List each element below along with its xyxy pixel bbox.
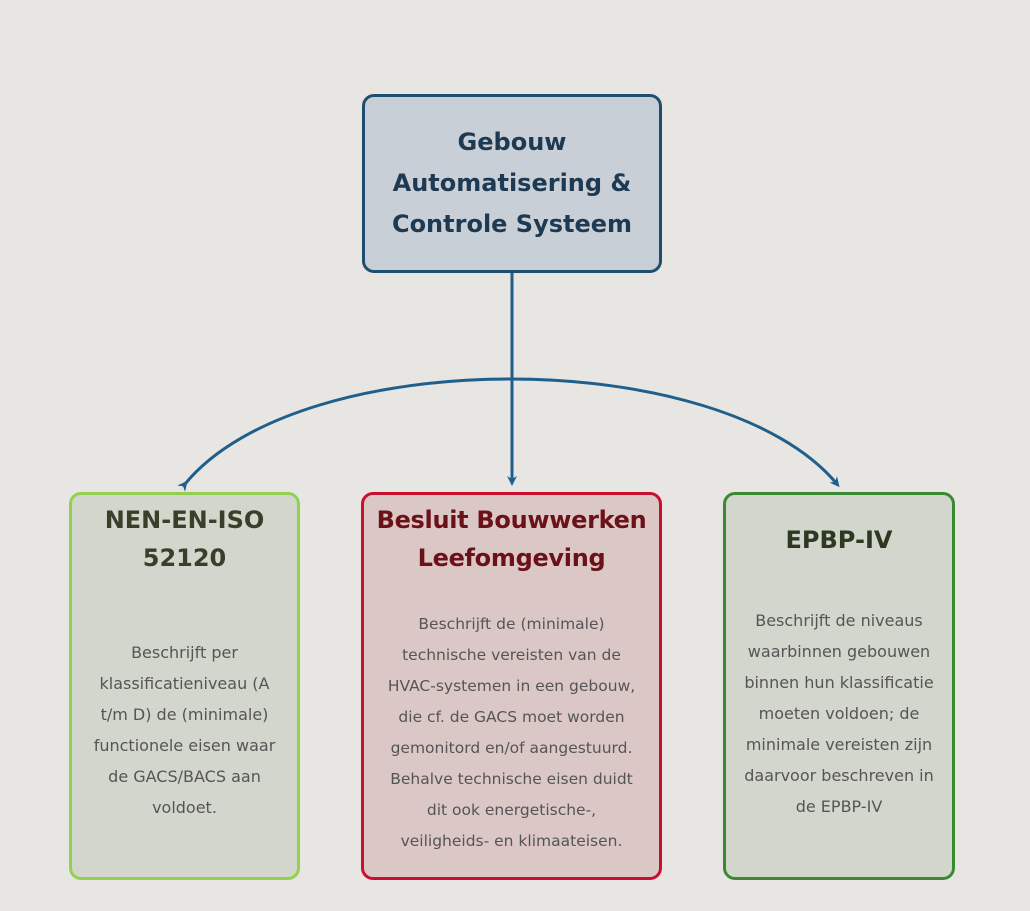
epbp-iv-heading: EPBP-IV bbox=[786, 521, 893, 559]
description-line: de GACS/BACS aan bbox=[108, 767, 261, 786]
description-line: functionele eisen waar bbox=[93, 736, 276, 755]
description-line: waarbinnen gebouwen bbox=[747, 642, 931, 661]
besluit-bouwwerken-description: Beschrijft de (minimale) technische vere… bbox=[386, 609, 637, 857]
description-line: technische vereisten van de bbox=[402, 646, 621, 664]
description-line: dit ook energetische-, bbox=[426, 801, 597, 819]
description-line: de EPBP-IV bbox=[795, 797, 883, 816]
description-line: Behalve technische eisen duidt bbox=[390, 770, 633, 788]
description-line: klassificatieniveau (A bbox=[99, 674, 270, 693]
title-line: Controle Systeem bbox=[391, 210, 633, 238]
heading-line: Besluit Bouwwerken bbox=[376, 506, 647, 534]
description-line: daarvoor beschreven in bbox=[744, 766, 934, 785]
nen-en-iso-description: Beschrijft per klassificatieniveau (A t/… bbox=[84, 637, 286, 823]
title-line: Gebouw bbox=[457, 128, 567, 156]
besluit-bouwwerken-box: Besluit Bouwwerken Leefomgeving Beschrij… bbox=[361, 492, 662, 880]
heading-line: Leefomgeving bbox=[417, 544, 606, 572]
epbp-iv-box: EPBP-IV Beschrijft de niveaus waarbinnen… bbox=[723, 492, 955, 880]
description-line: binnen hun klassificatie bbox=[744, 673, 934, 692]
description-line: Beschrijft per bbox=[131, 643, 238, 662]
gacs-box-title: Gebouw Automatisering & Controle Systeem bbox=[380, 122, 644, 245]
description-line: minimale vereisten zijn bbox=[745, 735, 933, 754]
description-line: gemonitord en/of aangestuurd. bbox=[390, 739, 633, 757]
description-line: Beschrijft de (minimale) bbox=[418, 615, 605, 633]
description-line: HVAC-systemen in een gebouw, bbox=[387, 677, 636, 695]
connector-arc bbox=[177, 377, 840, 492]
nen-en-iso-box: NEN-EN-ISO 52120 Beschrijft per klassifi… bbox=[69, 492, 300, 880]
besluit-bouwwerken-heading: Besluit Bouwwerken Leefomgeving bbox=[377, 501, 647, 577]
heading-line: NEN-EN-ISO bbox=[104, 506, 265, 534]
heading-line: EPBP-IV bbox=[785, 526, 893, 554]
description-line: t/m D) de (minimale) bbox=[100, 705, 269, 724]
description-line: die cf. de GACS moet worden bbox=[398, 708, 625, 726]
heading-line: 52120 bbox=[142, 544, 227, 572]
description-line: moeten voldoen; de bbox=[758, 704, 920, 723]
description-line: voldoet. bbox=[152, 798, 217, 817]
title-line: Automatisering & bbox=[392, 169, 632, 197]
description-line: veiligheids- en klimaateisen. bbox=[400, 832, 623, 850]
epbp-iv-description: Beschrijft de niveaus waarbinnen gebouwe… bbox=[740, 605, 938, 822]
gacs-box: Gebouw Automatisering & Controle Systeem bbox=[362, 94, 662, 273]
nen-en-iso-heading: NEN-EN-ISO 52120 bbox=[105, 501, 265, 577]
description-line: Beschrijft de niveaus bbox=[755, 611, 923, 630]
